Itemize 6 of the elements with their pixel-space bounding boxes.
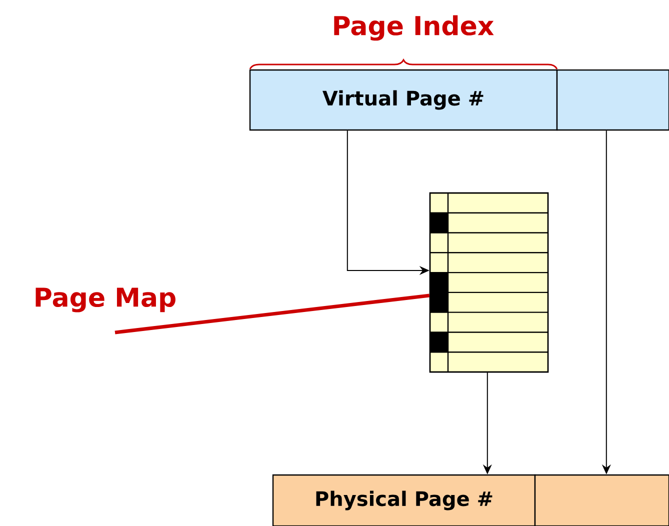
brace-label: Page Index [334, 15, 494, 41]
leader-line [114, 294, 430, 334]
callout-text: Page Map [36, 288, 176, 312]
page-table-drawing [429, 192, 549, 373]
field-box [556, 69, 669, 131]
field-box [534, 474, 669, 526]
